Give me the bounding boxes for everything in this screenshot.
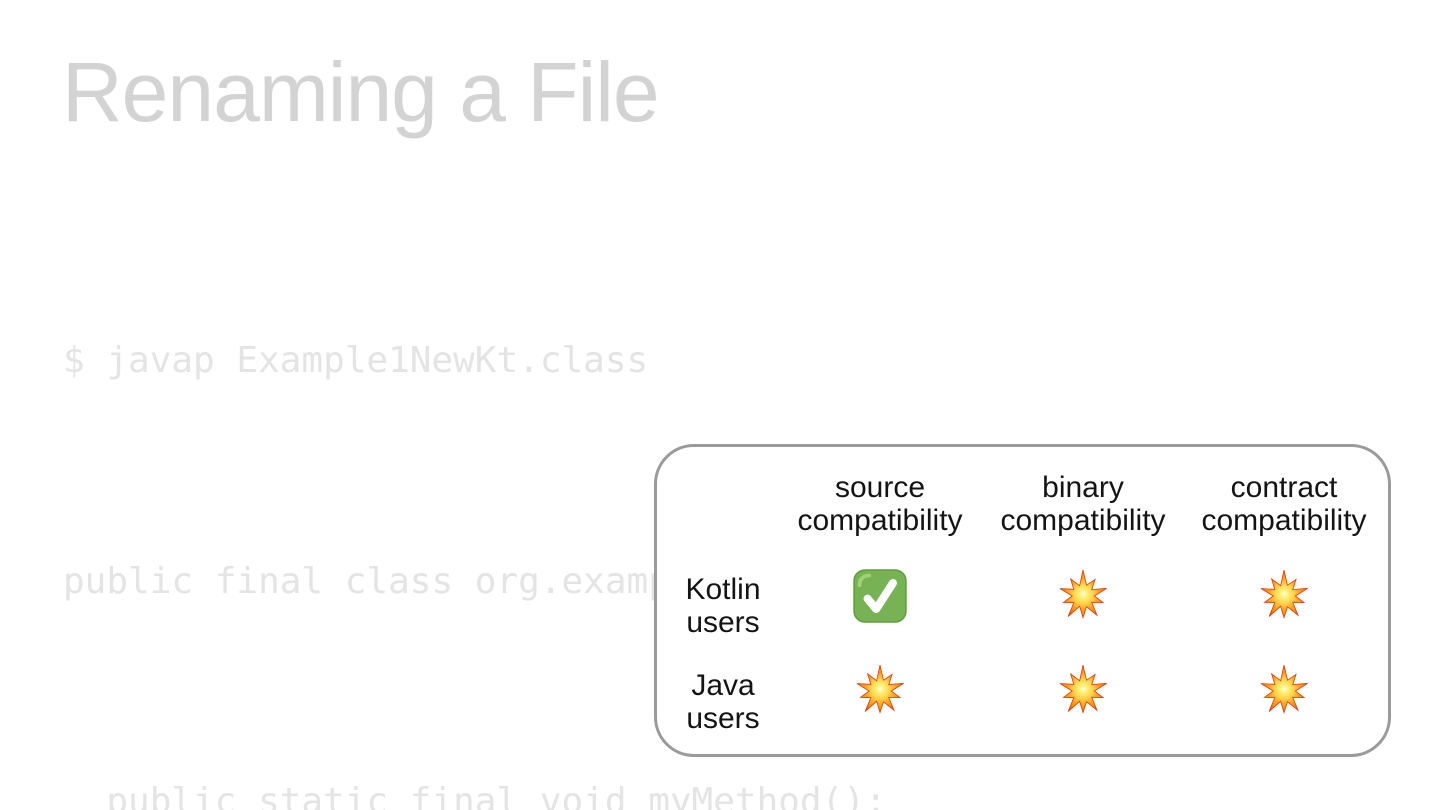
row-label-java-users: Java users: [686, 669, 760, 735]
collision-icon: [1056, 664, 1110, 718]
terminal-prompt-line: $ javap Example1NewKt.class: [63, 340, 649, 381]
collision-icon: [853, 664, 907, 718]
terminal-method-line: public static final void myMethod();: [63, 781, 887, 810]
column-header-source-compatibility: source compatibility: [797, 471, 963, 537]
compatibility-table: source compatibility binary compatibilit…: [654, 444, 1391, 757]
collision-icon: [1257, 664, 1311, 718]
column-header-contract-compatibility: contract compatibility: [1201, 471, 1367, 537]
class-decl-prefix: public final class org.example.: [63, 560, 735, 602]
row-label-kotlin-users: Kotlin users: [685, 573, 761, 639]
check-icon: [853, 569, 907, 623]
collision-icon: [1257, 569, 1311, 623]
page-title: Renaming a File: [62, 45, 660, 139]
collision-icon: [1056, 569, 1110, 623]
column-header-binary-compatibility: binary compatibility: [1000, 471, 1166, 537]
